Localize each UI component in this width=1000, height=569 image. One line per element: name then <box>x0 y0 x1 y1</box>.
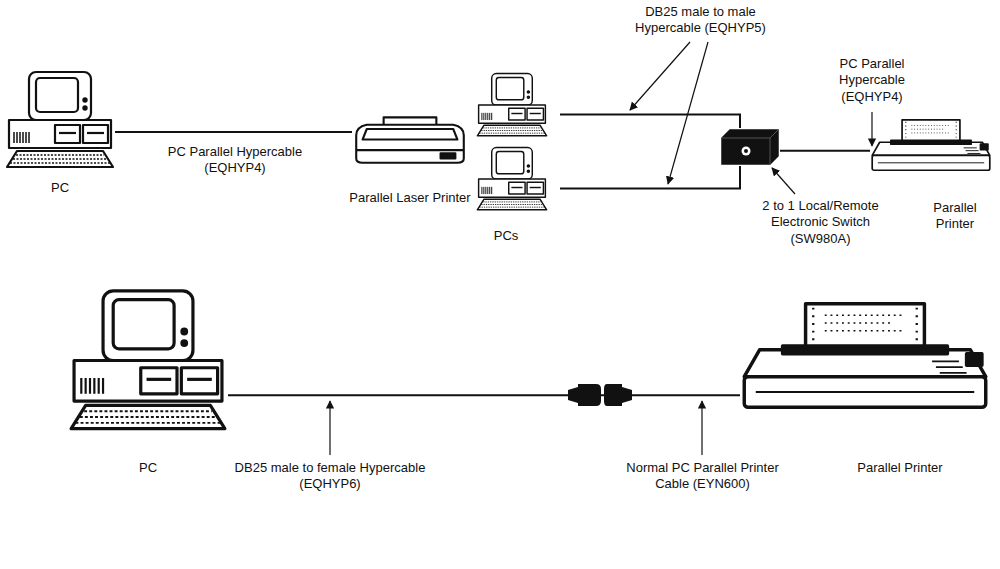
pc-icon <box>476 146 548 212</box>
cable-label: PC Parallel Hypercable (EQHYP4) <box>828 56 916 105</box>
cable-callout: Normal PC Parallel Printer Cable (EYN600… <box>620 460 785 493</box>
cable-line <box>780 150 870 152</box>
device-caption: PC <box>5 180 115 196</box>
device-caption: Parallel Printer <box>920 200 990 233</box>
dotmatrix-icon <box>870 118 992 174</box>
parallel-printer: Parallel Printer <box>870 118 992 174</box>
dotmatrix-icon <box>740 300 990 415</box>
pc-group: PCs <box>470 70 560 218</box>
parallel-printer: Parallel Printer <box>740 300 990 415</box>
cable-line <box>560 166 740 188</box>
pc-icon <box>68 288 228 433</box>
device-caption: Parallel Printer <box>835 460 965 476</box>
device-caption: Parallel Laser Printer <box>320 190 500 206</box>
pc-computer: PC <box>5 70 115 170</box>
electronic-switch: 2 to 1 Local/Remote Electronic Switch (S… <box>718 128 780 166</box>
pc-computer: PC <box>68 288 228 433</box>
device-caption: PC <box>68 460 228 476</box>
cable-line <box>115 131 352 133</box>
device-caption: PCs <box>470 228 542 244</box>
laser-printer: Parallel Laser Printer <box>352 112 468 165</box>
laser-icon <box>352 112 468 165</box>
cable-label: PC Parallel Hypercable (EQHYP4) <box>155 144 315 177</box>
cable-line <box>560 114 740 128</box>
cable-line <box>228 394 740 396</box>
parallel-plug <box>568 384 632 406</box>
device-caption: 2 to 1 Local/Remote Electronic Switch (S… <box>748 198 893 247</box>
cable-callout: DB25 male to male Hypercable (EQHYP5) <box>628 4 773 37</box>
cable-callout: DB25 male to female Hypercable (EQHYP6) <box>210 460 450 493</box>
pc-icon <box>476 72 548 138</box>
pc-icon <box>5 70 115 170</box>
switchbox-icon <box>718 128 780 166</box>
